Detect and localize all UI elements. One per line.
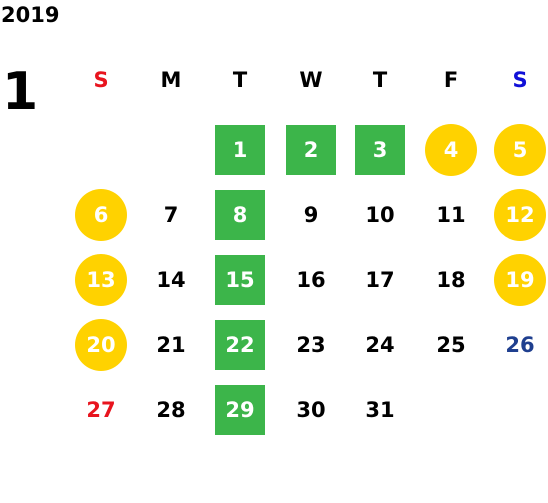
- day-number: 7: [163, 203, 179, 227]
- day-number: 17: [365, 268, 395, 292]
- day-number: 29: [225, 398, 255, 422]
- calendar-day-7[interactable]: 7: [145, 189, 197, 241]
- day-number: 10: [365, 203, 395, 227]
- calendar-day-27[interactable]: 27: [75, 384, 127, 436]
- day-number: 8: [232, 203, 248, 227]
- day-number: 19: [505, 268, 535, 292]
- day-number: 24: [365, 333, 395, 357]
- calendar-day-14[interactable]: 14: [145, 254, 197, 306]
- weekday-header-fri: F: [443, 68, 459, 92]
- calendar-day-8[interactable]: 8: [214, 189, 266, 241]
- calendar-day-11[interactable]: 11: [425, 189, 477, 241]
- day-number: 6: [93, 203, 109, 227]
- weekday-header-thu: T: [372, 68, 388, 92]
- day-number: 21: [156, 333, 186, 357]
- calendar-day-30[interactable]: 30: [285, 384, 337, 436]
- calendar-day-1[interactable]: 1: [214, 124, 266, 176]
- day-number: 2: [303, 138, 319, 162]
- calendar-day-9[interactable]: 9: [285, 189, 337, 241]
- day-number: 16: [296, 268, 326, 292]
- weekday-header-tue: T: [232, 68, 248, 92]
- day-number: 14: [156, 268, 186, 292]
- calendar-day-24[interactable]: 24: [354, 319, 406, 371]
- day-number: 18: [436, 268, 466, 292]
- calendar-day-5[interactable]: 5: [494, 124, 546, 176]
- weekday-header-sat: S: [512, 68, 528, 92]
- day-number: 13: [86, 268, 116, 292]
- calendar-day-28[interactable]: 28: [145, 384, 197, 436]
- day-number: 12: [505, 203, 535, 227]
- calendar-day-15[interactable]: 15: [214, 254, 266, 306]
- calendar-day-21[interactable]: 21: [145, 319, 197, 371]
- day-number: 11: [436, 203, 466, 227]
- year-label: 2019: [1, 3, 60, 27]
- calendar-day-22[interactable]: 22: [214, 319, 266, 371]
- calendar-day-19[interactable]: 19: [494, 254, 546, 306]
- calendar-day-2[interactable]: 2: [285, 124, 337, 176]
- calendar-day-17[interactable]: 17: [354, 254, 406, 306]
- calendar-day-6[interactable]: 6: [75, 189, 127, 241]
- day-number: 9: [303, 203, 319, 227]
- weekday-header-mon: M: [160, 68, 182, 92]
- calendar-day-3[interactable]: 3: [354, 124, 406, 176]
- day-number: 23: [296, 333, 326, 357]
- calendar-day-4[interactable]: 4: [425, 124, 477, 176]
- day-number: 27: [86, 398, 116, 422]
- calendar-day-18[interactable]: 18: [425, 254, 477, 306]
- day-number: 1: [232, 138, 248, 162]
- calendar-day-26[interactable]: 26: [494, 319, 546, 371]
- calendar-day-16[interactable]: 16: [285, 254, 337, 306]
- calendar-day-29[interactable]: 29: [214, 384, 266, 436]
- day-number: 25: [436, 333, 466, 357]
- calendar-day-31[interactable]: 31: [354, 384, 406, 436]
- calendar-day-13[interactable]: 13: [75, 254, 127, 306]
- calendar-day-25[interactable]: 25: [425, 319, 477, 371]
- day-number: 5: [512, 138, 528, 162]
- day-number: 22: [225, 333, 255, 357]
- day-number: 28: [156, 398, 186, 422]
- calendar-day-10[interactable]: 10: [354, 189, 406, 241]
- weekday-header-wed: W: [299, 68, 323, 92]
- month-number: 1: [2, 62, 39, 122]
- day-number: 3: [372, 138, 388, 162]
- calendar-day-20[interactable]: 20: [75, 319, 127, 371]
- calendar-day-23[interactable]: 23: [285, 319, 337, 371]
- calendar-day-12[interactable]: 12: [494, 189, 546, 241]
- day-number: 26: [505, 333, 535, 357]
- day-number: 4: [443, 138, 459, 162]
- day-number: 30: [296, 398, 326, 422]
- day-number: 15: [225, 268, 255, 292]
- day-number: 20: [86, 333, 116, 357]
- day-number: 31: [365, 398, 395, 422]
- weekday-header-sun: S: [93, 68, 109, 92]
